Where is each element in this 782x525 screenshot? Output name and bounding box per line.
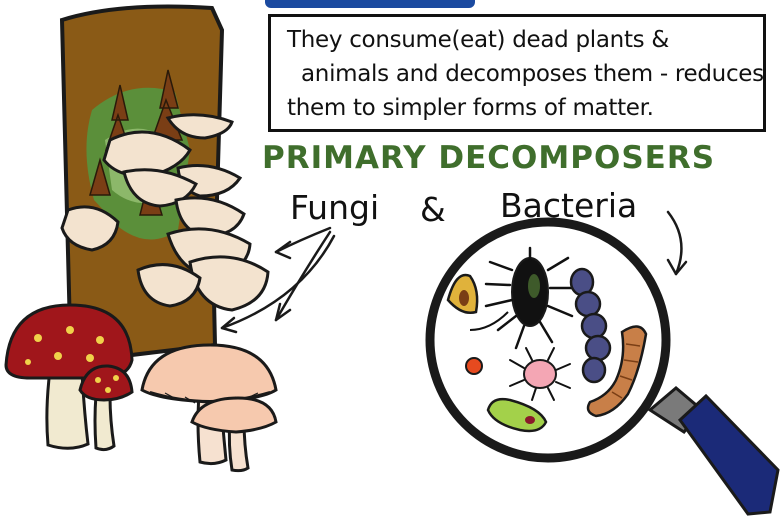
- magnifier-handle: [650, 388, 778, 514]
- fungi-label: Fungi: [290, 188, 379, 227]
- bacteria-red-dot: [466, 358, 482, 374]
- bacteria-label: Bacteria: [500, 186, 637, 225]
- bacteria-arrow: [668, 212, 686, 274]
- arrow: [276, 228, 330, 252]
- definition-line: They consume(eat) dead plants &: [287, 23, 751, 57]
- definition-line: animals and decomposes them - reduces: [287, 57, 751, 91]
- definition-box: They consume(eat) dead plants & animals …: [268, 14, 766, 132]
- primary-decomposers-heading: PRIMARY DECOMPOSERS: [262, 140, 715, 176]
- definition-line: them to simpler forms of matter.: [287, 91, 751, 125]
- ampersand-label: &: [420, 190, 446, 229]
